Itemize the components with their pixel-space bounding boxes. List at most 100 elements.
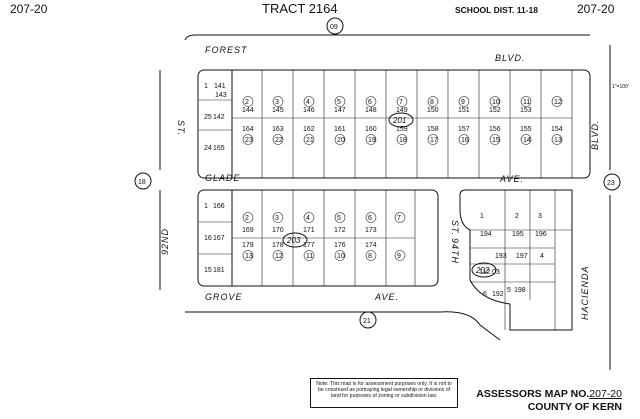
- b2-bottom-lot-circle-3: [334, 250, 346, 261]
- b2-top-lot-circle-4: [365, 212, 377, 223]
- b2-row2-lot-0: 179: [242, 242, 254, 249]
- b1-top-lot-circle-7: [458, 96, 470, 107]
- b1-bottom-lot-circle-1: [272, 134, 284, 145]
- b1-top-lot-1: 3: [275, 99, 279, 106]
- b1-bottom-lot-10: 13: [554, 137, 562, 144]
- b3-lot-3: 3: [538, 213, 542, 220]
- block-201-outline: [197, 69, 591, 179]
- forest-blvd-label: BLVD.: [495, 53, 526, 63]
- b2-left-lot-1: 1: [204, 203, 208, 210]
- b1-top-lot-8: 10: [492, 99, 500, 106]
- b1-row1-lot-0: 144: [242, 107, 254, 114]
- b1-bottom-lot-circle-7: [458, 134, 470, 145]
- b3-lot-193: 193: [495, 253, 507, 260]
- b1-row1-lot-5: 149: [396, 107, 408, 114]
- b1-bottom-lot-4: 19: [368, 137, 376, 144]
- b2-row2-lot-4: 174: [365, 242, 377, 249]
- header-right-number: 207-20: [577, 2, 615, 16]
- school-district: SCHOOL DIST. 11-18: [455, 5, 538, 15]
- b1-bottom-lot-circle-4: [365, 134, 377, 145]
- b1-row2-lot-1: 163: [272, 126, 284, 133]
- glade-label: GLADE: [205, 173, 241, 183]
- circle-bottom-label: 21: [363, 318, 371, 325]
- b2-bottom-lot-circle-2: [303, 250, 315, 261]
- b2-left-lot-16: 16: [204, 235, 212, 242]
- b2-bottom-lot-2: 11: [306, 253, 313, 260]
- b1-bottom-lot-circle-3: [334, 134, 346, 145]
- b1-top-lot-circle-5: [396, 96, 408, 107]
- b1-top-lot-2: 4: [306, 99, 310, 106]
- b1-bottom-lot-9: 14: [523, 137, 531, 144]
- b3-lot-192: 192: [492, 291, 504, 298]
- b2-row1-lot-0: 169: [242, 227, 254, 234]
- b2-bottom-lot-0: 13: [245, 253, 253, 260]
- b2-bottom-lot-circle-0: [242, 250, 254, 261]
- b1-left-lot-142: 142: [213, 114, 225, 121]
- b1-row1-lot-4: 148: [365, 107, 377, 114]
- b2-bottom-lot-circle-4: [365, 250, 377, 261]
- b2-row2-lot-3: 176: [334, 242, 346, 249]
- grove-ave-label: AVE.: [374, 292, 399, 302]
- b2-bottom-lot-circle-5: [394, 250, 406, 261]
- b2-row2-lot-2: 177: [303, 242, 315, 249]
- circle-left: [134, 172, 152, 190]
- assessors-map-value: 207-20: [589, 388, 622, 400]
- b3-lot-6: 6: [483, 291, 487, 298]
- block-203-ellipse: [282, 232, 308, 248]
- b1-left-lot-143: 143: [215, 92, 227, 99]
- b2-left-lot-15: 15: [204, 267, 212, 274]
- disclaimer-note: Note: This map is for assessment purpose…: [310, 378, 458, 408]
- glade-ave-label: AVE.: [499, 174, 524, 184]
- b1-top-lot-10: 12: [554, 99, 562, 106]
- b1-bottom-lot-1: 22: [275, 137, 283, 144]
- b3-lot-198: 198: [514, 287, 526, 294]
- b1-top-lot-6: 8: [430, 99, 434, 106]
- b1-row1-lot-6: 150: [427, 107, 439, 114]
- b2-top-lot-circle-0: [242, 212, 254, 223]
- b2-row1-lot-2: 171: [303, 227, 315, 234]
- b2-top-lot-4: 6: [368, 215, 372, 222]
- b1-top-lot-5: 7: [399, 99, 403, 106]
- b1-bottom-lot-7: 16: [461, 137, 469, 144]
- b3-lot-196: 196: [535, 231, 547, 238]
- b1-row1-lot-2: 146: [303, 107, 315, 114]
- b1-top-lot-circle-3: [334, 96, 346, 107]
- block-203-label: 203: [286, 236, 301, 245]
- b2-bottom-lot-circle-1: [272, 250, 284, 261]
- b1-top-lot-9: 11: [523, 99, 530, 106]
- b2-bottom-lot-5: 9: [397, 253, 401, 260]
- b2-left-lot-166: 166: [213, 203, 225, 210]
- circle-bottom: [359, 311, 377, 329]
- b1-top-lot-circle-6: [427, 96, 439, 107]
- b1-left-lot-141: 141: [214, 83, 226, 90]
- b3-lot-195: 195: [512, 231, 524, 238]
- st-top-label: ST.: [176, 120, 186, 136]
- circle-top-label: 09: [330, 24, 338, 31]
- b1-row2-lot-9: 155: [520, 126, 532, 133]
- block-201-lot-lines: [261, 70, 542, 178]
- b1-top-lot-0: 2: [245, 99, 249, 106]
- b1-top-lot-7: 9: [461, 99, 465, 106]
- block-202-ellipse: [471, 262, 497, 278]
- 94th-st-label: ST.: [450, 220, 460, 236]
- b2-top-lot-3: 5: [337, 215, 341, 222]
- b1-left-lot-165: 165: [213, 145, 225, 152]
- b2-top-lot-5: 7: [397, 215, 401, 222]
- b2-top-lot-circle-5: [394, 212, 406, 223]
- b2-bottom-lot-3: 10: [337, 253, 345, 260]
- b1-row2-lot-2: 162: [303, 126, 315, 133]
- circle-left-label: 18: [138, 179, 146, 186]
- b1-bottom-lot-circle-2: [303, 134, 315, 145]
- b2-left-lot-167: 167: [213, 235, 225, 242]
- b1-top-lot-circle-10: [551, 96, 563, 107]
- b2-top-lot-circle-1: [272, 212, 284, 223]
- b1-top-lot-circle-1: [272, 96, 284, 107]
- blvd-right-label: BLVD.: [590, 119, 600, 150]
- b1-top-lot-circle-0: [242, 96, 254, 107]
- b2-top-lot-circle-3: [334, 212, 346, 223]
